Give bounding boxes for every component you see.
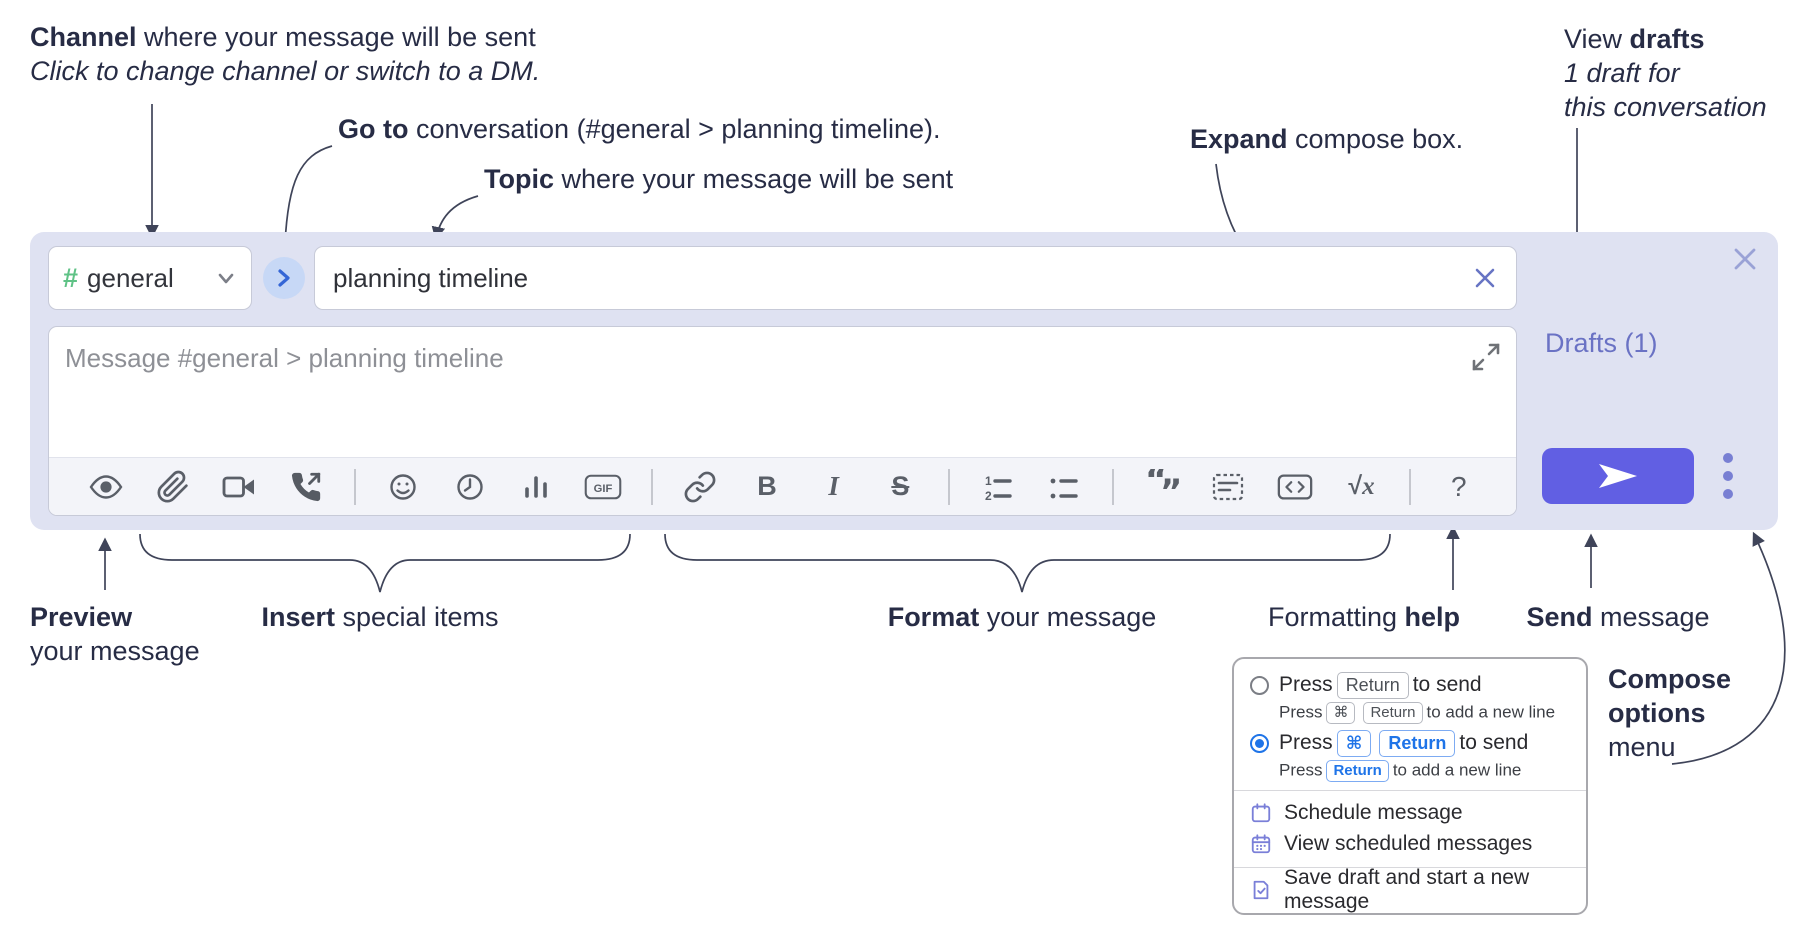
channel-selector[interactable]: # general bbox=[48, 246, 252, 310]
channel-hash-icon: # bbox=[63, 262, 79, 293]
menu-item-label: Save draft and start a new message bbox=[1284, 865, 1530, 913]
attach-paperclip-icon[interactable] bbox=[154, 467, 192, 507]
emoji-smiley-icon[interactable] bbox=[384, 467, 422, 507]
radio-selected[interactable] bbox=[1250, 734, 1269, 753]
chevron-down-icon bbox=[218, 273, 234, 284]
draft-check-icon bbox=[1253, 880, 1269, 899]
quote-icon[interactable]: “ ” bbox=[1143, 467, 1181, 507]
return-key: Return bbox=[1379, 730, 1456, 757]
compose-options-menu-button[interactable] bbox=[1716, 446, 1740, 506]
svg-text:2: 2 bbox=[985, 489, 992, 503]
bulleted-list-icon[interactable] bbox=[1045, 467, 1083, 507]
toolbar-divider bbox=[1409, 468, 1412, 505]
goto-connector-curve bbox=[278, 145, 333, 247]
channel-annotation: Channel where your message will be sent … bbox=[30, 22, 541, 86]
numbered-list-icon[interactable]: 1 2 bbox=[979, 467, 1017, 507]
chevron-right-icon bbox=[278, 269, 290, 287]
ellipsis-dot bbox=[1723, 471, 1733, 481]
compose-toolbar: GIF B I S 1 2 bbox=[49, 457, 1516, 515]
voice-call-icon[interactable] bbox=[287, 467, 325, 507]
preview-annotation: Preview your message bbox=[30, 602, 200, 666]
help-icon[interactable]: ? bbox=[1450, 470, 1467, 502]
close-compose-icon[interactable] bbox=[1730, 244, 1760, 274]
toolbar-divider bbox=[1111, 468, 1114, 505]
topic-value: planning timeline bbox=[333, 262, 529, 293]
poll-bar-chart-icon[interactable] bbox=[517, 467, 555, 507]
math-icon[interactable]: √x bbox=[1348, 472, 1375, 500]
goto-annotation: Go to conversation (#general > planning … bbox=[338, 114, 941, 144]
format-annotation: Format your message bbox=[887, 602, 1157, 632]
preview-eye-icon[interactable] bbox=[87, 467, 125, 507]
ellipsis-dot bbox=[1723, 489, 1733, 499]
return-key: Return bbox=[1363, 702, 1423, 724]
send-arrow-icon bbox=[1599, 464, 1637, 488]
svg-text:GIF: GIF bbox=[594, 483, 613, 495]
code-icon[interactable] bbox=[1276, 467, 1314, 507]
topic-input[interactable]: planning timeline bbox=[314, 246, 1517, 310]
channel-name: general bbox=[87, 262, 174, 293]
menu-item-schedule-message[interactable]: Schedule message bbox=[1250, 797, 1570, 828]
compose-options-connector-curve bbox=[1671, 531, 1786, 765]
send-annotation: Send message bbox=[1526, 602, 1710, 632]
cmd-key: ⌘ bbox=[1336, 730, 1372, 757]
clear-topic-icon[interactable] bbox=[1472, 265, 1498, 291]
cmd-key: ⌘ bbox=[1326, 702, 1356, 724]
return-key: Return bbox=[1326, 760, 1389, 782]
bold-icon[interactable]: B bbox=[757, 471, 777, 501]
schedule-clock-icon[interactable] bbox=[451, 467, 489, 507]
toolbar-divider bbox=[947, 468, 950, 505]
insert-brace bbox=[139, 533, 631, 593]
link-icon[interactable] bbox=[681, 467, 719, 507]
svg-text:1: 1 bbox=[985, 474, 992, 488]
svg-text:“: “ bbox=[1145, 469, 1167, 500]
compose-options-annotation: Compose options menu bbox=[1608, 664, 1732, 762]
ellipsis-dot bbox=[1723, 453, 1733, 463]
menu-item-label: View scheduled messages bbox=[1284, 831, 1533, 855]
view-drafts-annotation: View drafts 1 draft for this conversatio… bbox=[1564, 24, 1767, 122]
message-placeholder: Message #general > planning timeline bbox=[65, 343, 504, 373]
italic-icon[interactable]: I bbox=[828, 471, 839, 501]
formatting-help-annotation: Formatting help bbox=[1268, 602, 1461, 632]
expand-compose-icon[interactable] bbox=[1470, 341, 1502, 373]
expand-annotation: Expand compose box. bbox=[1190, 124, 1464, 154]
spoiler-icon[interactable] bbox=[1209, 467, 1247, 507]
svg-text:”: ” bbox=[1160, 472, 1181, 505]
calendar-grid-icon bbox=[1251, 833, 1271, 853]
goto-conversation-button[interactable] bbox=[263, 257, 305, 299]
return-key: Return bbox=[1336, 672, 1409, 699]
gif-icon[interactable]: GIF bbox=[584, 467, 622, 507]
insert-annotation: Insert special items bbox=[261, 602, 499, 632]
topic-annotation: Topic where your message will be sent bbox=[484, 164, 954, 194]
toolbar-divider bbox=[650, 468, 653, 505]
popup-divider bbox=[1234, 867, 1586, 868]
menu-item-label: Schedule message bbox=[1284, 800, 1463, 824]
calendar-icon bbox=[1251, 802, 1271, 822]
message-compose-area[interactable]: Message #general > planning timeline bbox=[48, 326, 1517, 516]
radio-unselected[interactable] bbox=[1250, 676, 1269, 695]
video-call-icon[interactable] bbox=[220, 467, 258, 507]
drafts-link[interactable]: Drafts (1) bbox=[1545, 328, 1658, 358]
format-brace bbox=[664, 533, 1391, 593]
toolbar-divider bbox=[353, 468, 356, 505]
send-button[interactable] bbox=[1542, 448, 1694, 504]
menu-item-save-draft[interactable]: Save draft and start a new message bbox=[1250, 866, 1570, 913]
menu-item-view-scheduled-messages[interactable]: View scheduled messages bbox=[1250, 828, 1570, 859]
popup-divider bbox=[1234, 790, 1586, 791]
compose-box: # general planning timeline Message #gen… bbox=[30, 232, 1778, 530]
strikethrough-icon[interactable]: S bbox=[891, 471, 910, 501]
